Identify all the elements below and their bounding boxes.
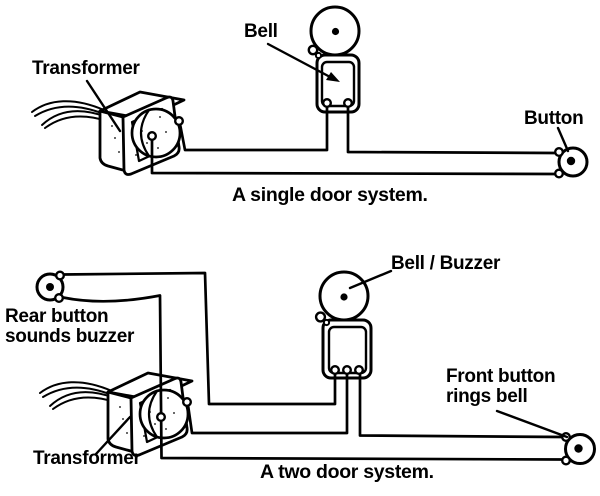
top-circuit-wires	[150, 102, 557, 176]
pointer-transformer-top	[85, 79, 122, 133]
top-transformer	[30, 90, 186, 176]
bottom-transformer	[38, 371, 194, 457]
pointer-bell-buzzer	[348, 269, 393, 290]
wire-transformer-to-bell	[178, 102, 329, 152]
wire-bell-to-front-button	[358, 369, 566, 439]
caption-single-door: A single door system.	[232, 184, 428, 206]
terminals	[146, 97, 365, 423]
wire-bell-to-button	[346, 102, 557, 155]
label-rear-button-line2: sounds buzzer	[5, 326, 135, 347]
label-button: Button	[524, 108, 584, 129]
label-front-button: Front button rings bell	[446, 366, 556, 407]
wire-buttons-return	[61, 294, 566, 461]
label-transformer-top: Transformer	[32, 58, 140, 79]
bell-clapper	[307, 44, 319, 56]
label-pointers	[85, 42, 570, 456]
front-door-button	[561, 432, 596, 466]
label-front-button-line1: Front button	[446, 366, 556, 387]
bottom-bell-buzzer	[314, 270, 373, 380]
bottom-circuit-wires	[61, 271, 566, 461]
rear-door-button	[35, 270, 66, 304]
bell-gong-dot	[331, 27, 340, 36]
label-bell-buzzer: Bell / Buzzer	[391, 253, 501, 274]
bell-clapper	[314, 311, 327, 323]
label-transformer-bottom: Transformer	[33, 448, 141, 469]
bell-gong-dot	[340, 293, 348, 301]
wire-transformer-to-button	[150, 135, 557, 176]
wire-rear-button-to-buzzer	[61, 271, 337, 406]
label-rear-button: Rear button sounds buzzer	[5, 307, 134, 347]
pointer-bell	[266, 42, 334, 80]
caption-two-door: A two door system.	[260, 461, 434, 483]
pointer-button	[556, 126, 570, 153]
wire-transformer-to-common	[186, 369, 349, 435]
pointer-front-button	[495, 409, 569, 439]
label-rear-button-line1: Rear button	[5, 306, 109, 327]
pointer-transformer-bottom	[94, 415, 132, 456]
label-bell: Bell	[244, 21, 278, 42]
pointer-bell-arrowhead	[326, 72, 340, 82]
top-door-button	[554, 146, 589, 179]
label-front-button-line2: rings bell	[446, 386, 528, 407]
top-bell	[307, 5, 361, 114]
